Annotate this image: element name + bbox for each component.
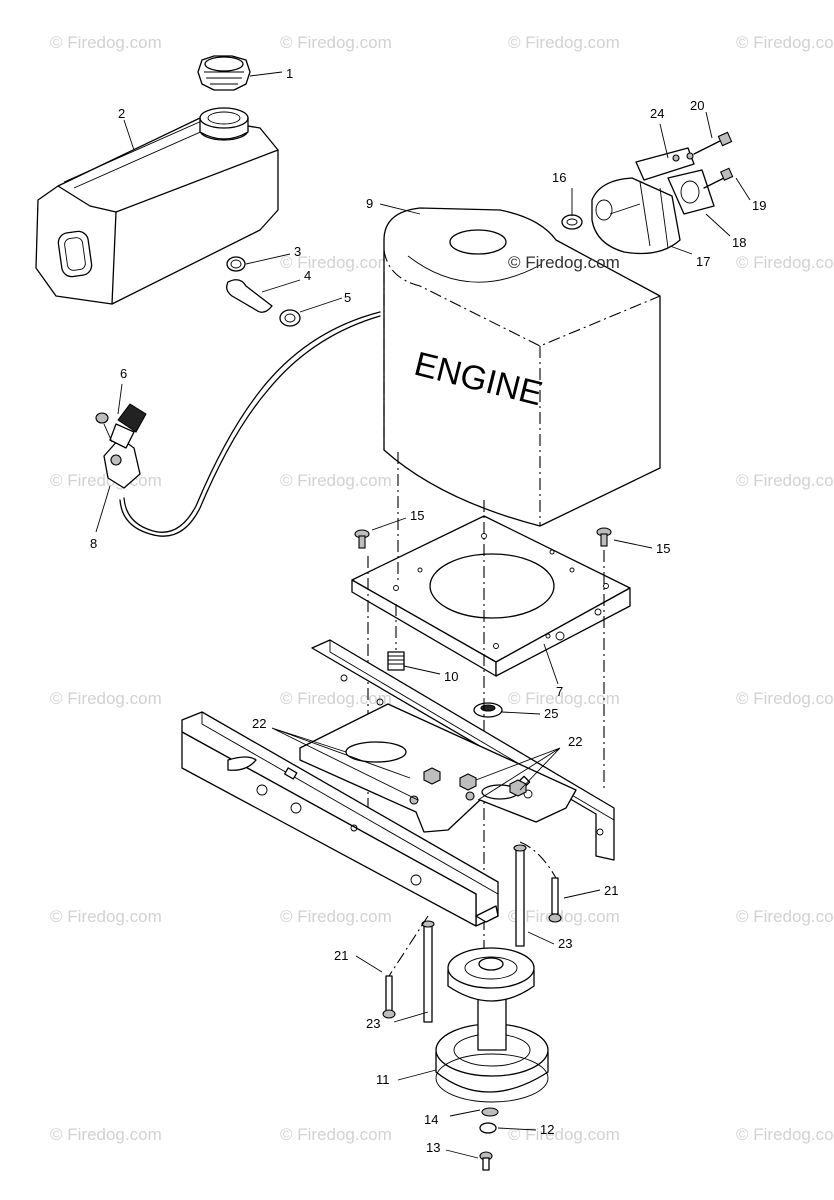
engine-block: ENGINE © Firedog.com <box>383 207 661 527</box>
callout-15a: 15 <box>410 508 424 523</box>
muffler-assembly <box>561 131 734 255</box>
callout-19: 19 <box>752 198 766 213</box>
callout-18: 18 <box>732 235 746 250</box>
watermark: © Firedog.com <box>280 253 392 272</box>
callout-3: 3 <box>294 244 301 259</box>
callout-15b: 15 <box>656 541 670 556</box>
callout-21a: 21 <box>604 883 618 898</box>
callout-17: 17 <box>696 254 710 269</box>
callout-2: 2 <box>118 106 125 121</box>
callout-5: 5 <box>344 290 351 305</box>
watermark: © Firedog.com <box>50 471 162 490</box>
callout-10: 10 <box>444 669 458 684</box>
watermark: © Firedog.com <box>736 33 834 52</box>
throttle-control <box>95 311 381 537</box>
fuel-line-assembly <box>226 256 301 327</box>
tractor-frame <box>181 639 615 927</box>
leader-lines <box>95 71 751 1159</box>
watermark: © Firedog.com <box>280 907 392 926</box>
engine-pulley <box>435 947 549 1171</box>
watermark: © Firedog.com <box>736 471 834 490</box>
callout-14: 14 <box>424 1112 438 1127</box>
callout-labels: 1 2 3 4 5 6 7 8 9 10 11 12 13 14 15 15 1… <box>90 66 766 1155</box>
watermark: © Firedog.com <box>50 1125 162 1144</box>
engine-mount-plate <box>351 515 631 677</box>
callout-22b: 22 <box>568 734 582 749</box>
watermark: © Firedog.com <box>50 33 162 52</box>
callout-9: 9 <box>366 196 373 211</box>
watermark: © Firedog.com <box>508 907 620 926</box>
watermark: © Firedog.com <box>50 689 162 708</box>
callout-20: 20 <box>690 98 704 113</box>
watermark: © Firedog.com <box>736 689 834 708</box>
callout-23b: 23 <box>366 1016 380 1031</box>
callout-22a: 22 <box>252 716 266 731</box>
watermark: © Firedog.com <box>50 907 162 926</box>
fuel-cap <box>197 55 251 91</box>
callout-21b: 21 <box>334 948 348 963</box>
callout-13: 13 <box>426 1140 440 1155</box>
watermark: © Firedog.com <box>736 1125 834 1144</box>
callout-11: 11 <box>376 1072 390 1087</box>
callout-4: 4 <box>304 268 311 283</box>
callout-24: 24 <box>650 106 664 121</box>
callout-12: 12 <box>540 1122 554 1137</box>
watermark: © Firedog.com <box>280 689 392 708</box>
callout-25: 25 <box>544 706 558 721</box>
watermark: © Firedog.com <box>280 471 392 490</box>
watermark: © Firedog.com <box>508 33 620 52</box>
watermark: © Firedog.com <box>280 1125 392 1144</box>
fuel-tank <box>35 107 279 305</box>
callout-7: 7 <box>556 684 563 699</box>
watermark: © Firedog.com <box>736 907 834 926</box>
mount-hardware <box>354 527 612 718</box>
watermark: © Firedog.com <box>508 1125 620 1144</box>
watermark: © Firedog.com <box>508 689 620 708</box>
callout-16: 16 <box>552 170 566 185</box>
callout-23a: 23 <box>558 936 572 951</box>
watermark: © Firedog.com <box>736 253 834 272</box>
callout-1: 1 <box>286 66 293 81</box>
callout-6: 6 <box>120 366 127 381</box>
callout-8: 8 <box>90 536 97 551</box>
pulley-hardware <box>382 841 562 1023</box>
watermark: © Firedog.com <box>280 33 392 52</box>
watermark: © Firedog.com <box>508 253 620 272</box>
